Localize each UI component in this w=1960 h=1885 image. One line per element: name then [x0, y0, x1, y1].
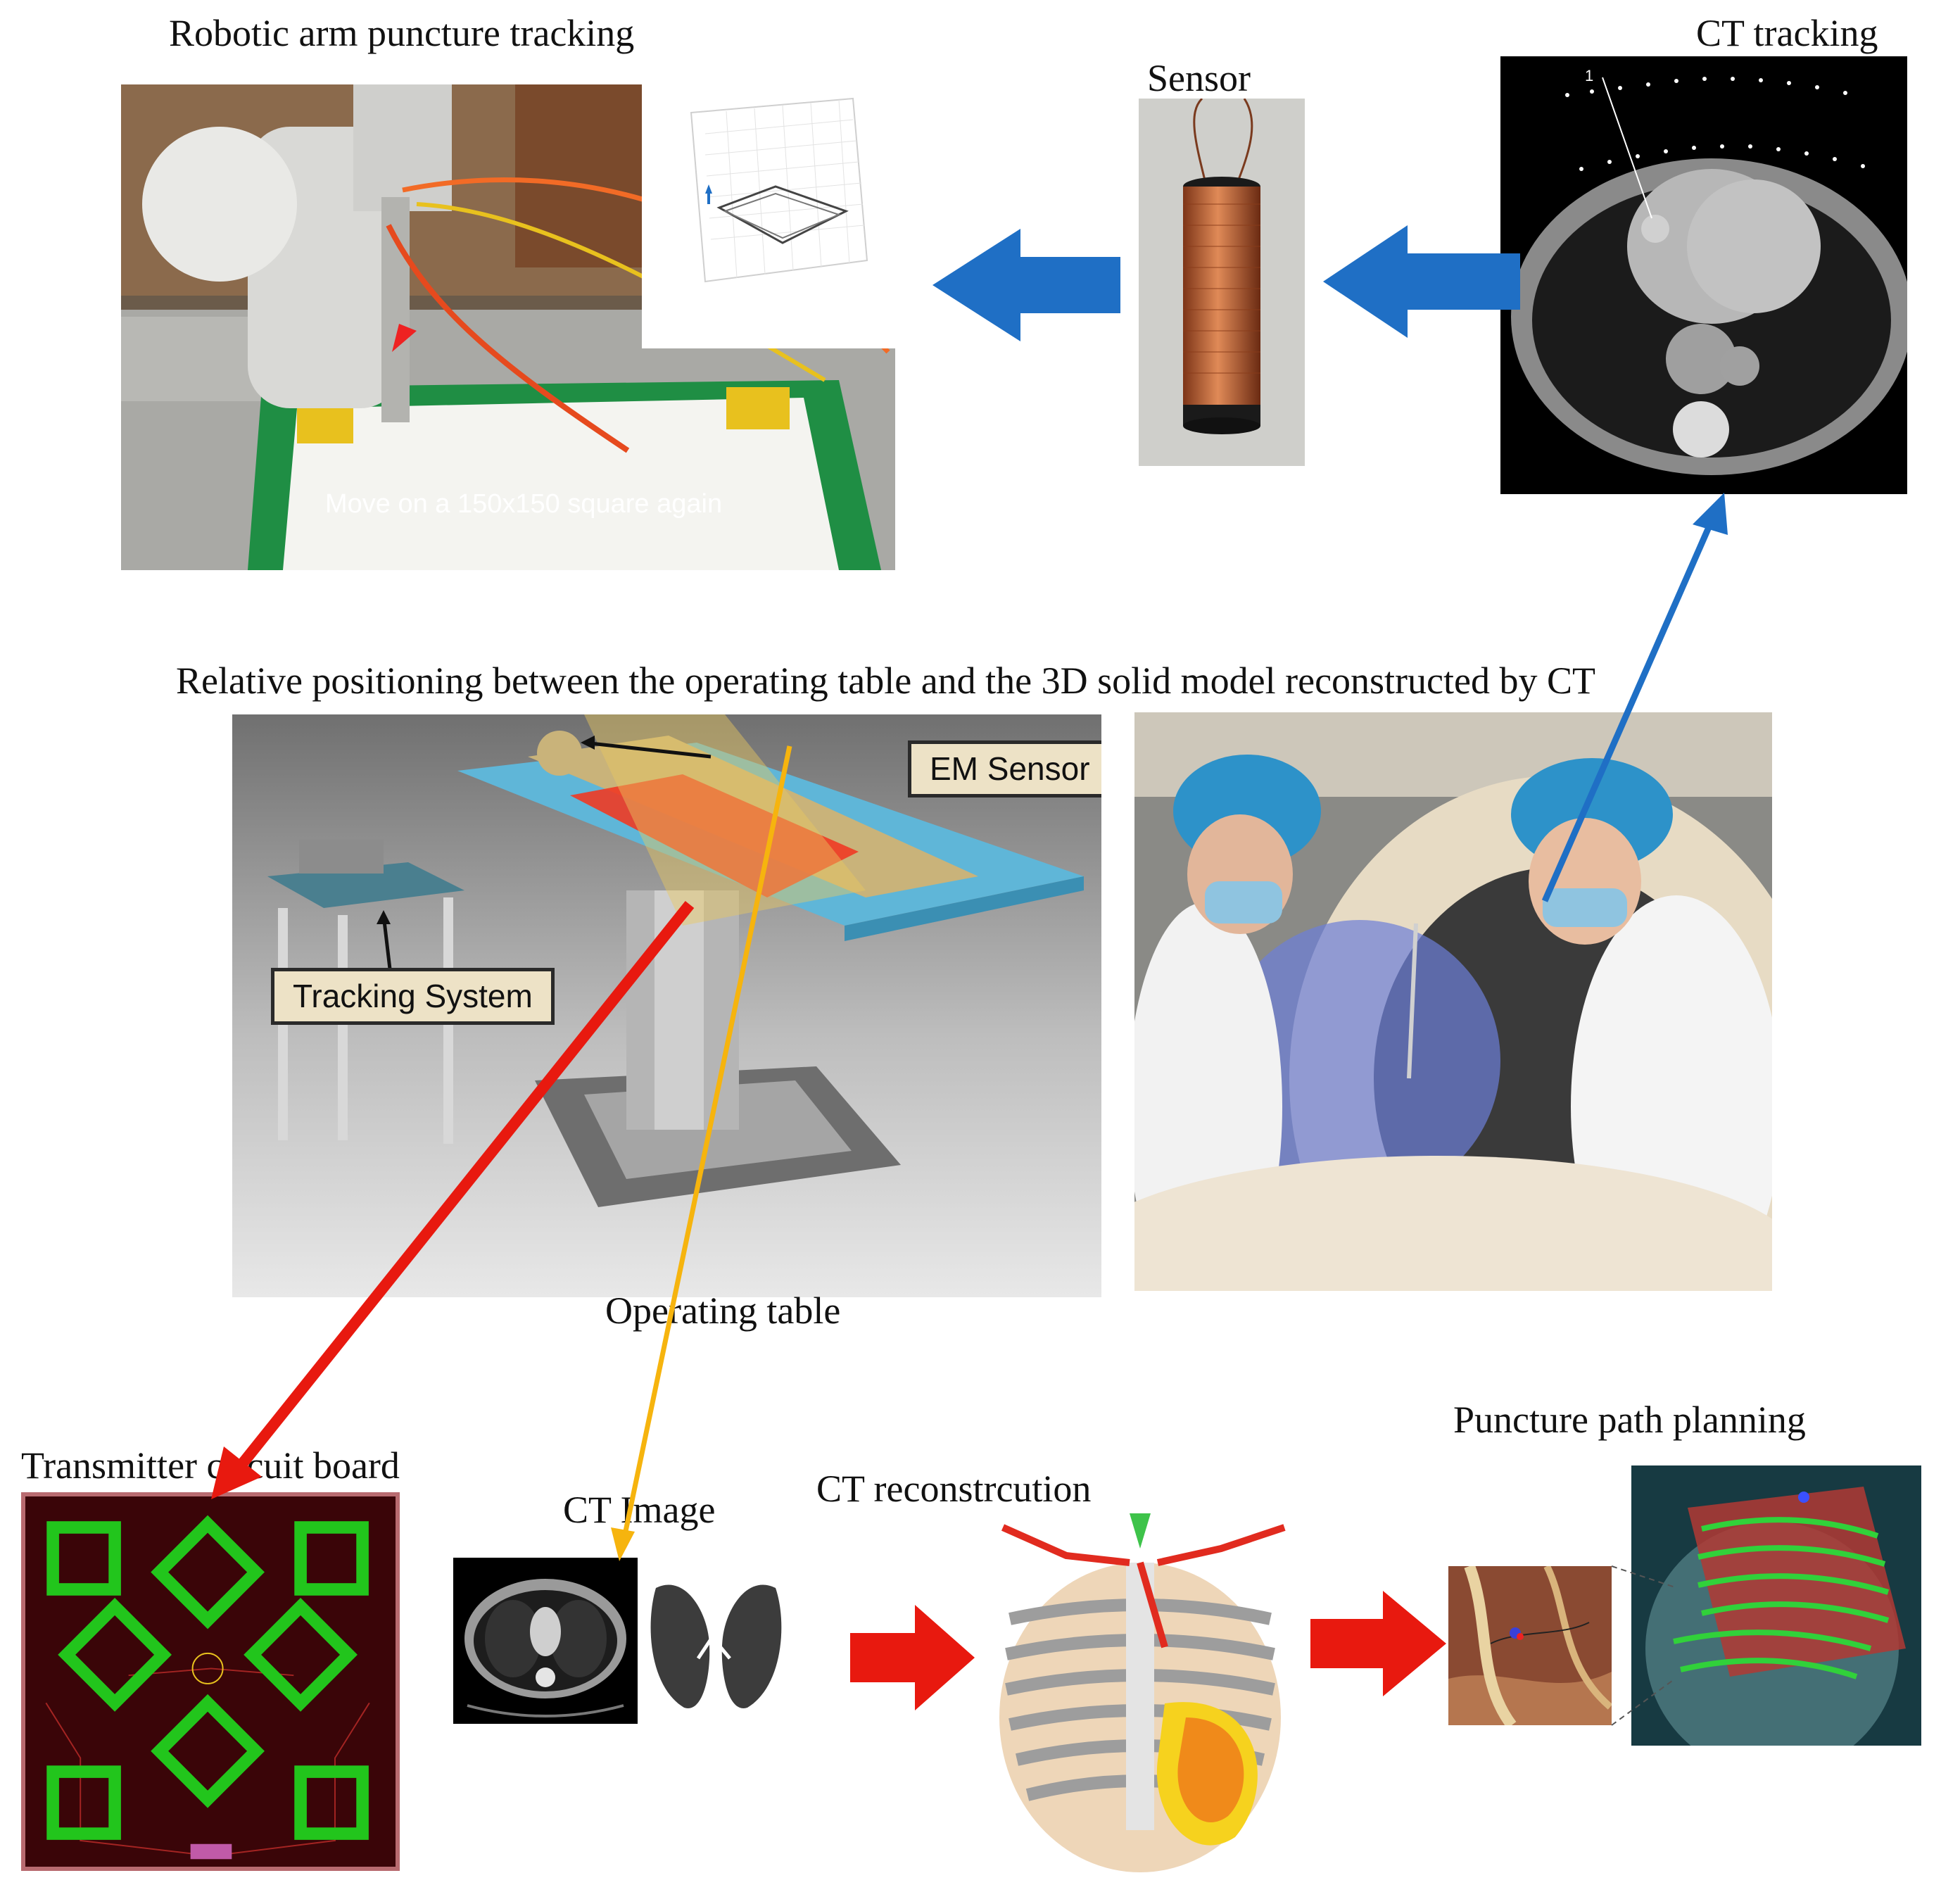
- caption-puncture-path: Puncture path planning: [1453, 1399, 1806, 1441]
- caption-transmitter-board: Transmitter circuit board: [21, 1444, 400, 1487]
- em-sensor-label: EM Sensor: [908, 740, 1101, 798]
- red-arrow-ct-to-reconstruction: [850, 1605, 975, 1710]
- ct-tracking-scan: 1: [1500, 56, 1907, 494]
- sensor-coil-photo: [1139, 99, 1305, 466]
- caption-sensor: Sensor: [1147, 57, 1251, 99]
- caption-operating-table: Operating table: [605, 1290, 841, 1332]
- ct-axial-image: [453, 1558, 638, 1724]
- caption-ct-image: CT Image: [563, 1489, 716, 1531]
- caption-robotic-arm: Robotic arm puncture tracking: [169, 12, 635, 54]
- lung-segmentation-image: [642, 1560, 791, 1726]
- caption-ct-tracking: CT tracking: [1696, 12, 1878, 54]
- caption-relative-positioning: Relative positioning between the operati…: [176, 660, 1595, 702]
- tracking-system-label: Tracking System: [271, 968, 555, 1025]
- ct-3d-reconstruction: [982, 1506, 1302, 1883]
- blue-arrow-ct-to-sensor: [1323, 225, 1520, 338]
- caption-ct-reconstruction: CT reconstrcution: [816, 1468, 1092, 1510]
- puncture-zoom-inset: [1448, 1566, 1612, 1725]
- robot-overlay-text: Move on a 150x150 square again: [325, 489, 723, 519]
- trajectory-3d-plot: [642, 84, 895, 348]
- ct-room-surgeons-photo: [1134, 712, 1772, 1291]
- transmitter-pcb: [21, 1492, 400, 1871]
- operating-table-diagram: EM Sensor Tracking System: [232, 714, 1101, 1297]
- red-arrow-reconstruction-to-planning: [1310, 1591, 1446, 1696]
- ct-marker-number: 1: [1585, 67, 1593, 84]
- blue-arrow-sensor-to-robot: [932, 229, 1120, 341]
- puncture-path-3d-view: [1631, 1465, 1921, 1746]
